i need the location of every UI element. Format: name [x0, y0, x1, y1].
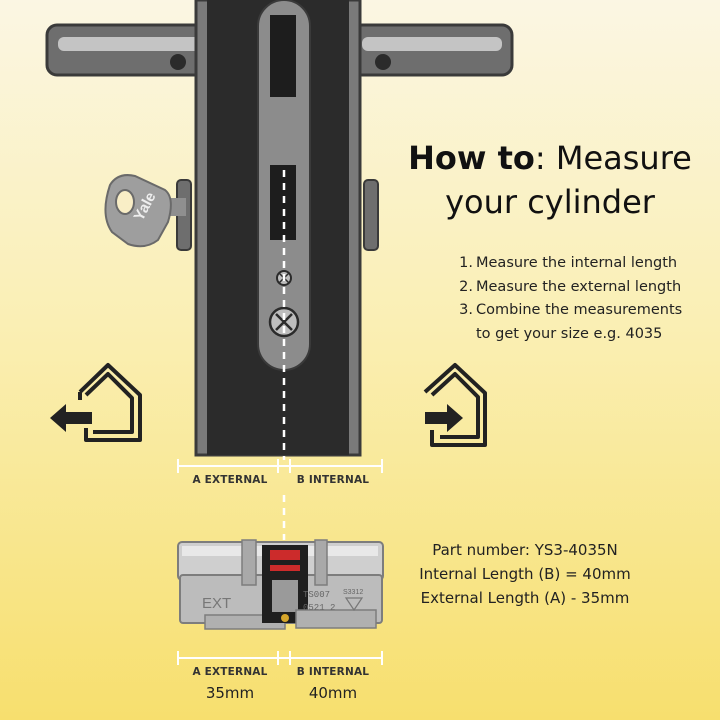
door-a-external-label: A EXTERNAL [192, 474, 268, 486]
steps-list: 1.Measure the internal length 2.Measure … [455, 252, 715, 346]
cylinder-b-internal-label: B INTERNAL [296, 666, 370, 678]
enter-house-icon [423, 363, 487, 447]
internal-length: Internal Length (B) = 40mm [419, 565, 631, 583]
right-escutcheon [363, 179, 379, 251]
title-rest: : Measure [534, 139, 692, 177]
door-b-internal-label: B INTERNAL [296, 474, 370, 486]
page-title: How to: Measure your cylinder [400, 136, 700, 224]
door [194, 0, 362, 460]
title-bold: How to [408, 139, 535, 177]
kitemark-icon [344, 597, 364, 612]
step-item: 3.Combine the measurements [459, 302, 683, 318]
part-info: Part number: YS3-4035N Internal Length (… [400, 538, 650, 610]
cylinder-a-external-label: A EXTERNAL [192, 666, 268, 678]
cylinder-ext-engraving: EXT [202, 595, 231, 612]
cylinder-measure-lines [177, 651, 383, 665]
external-length: External Length (A) - 35mm [420, 589, 630, 607]
step-item: 2.Measure the external length [459, 278, 682, 295]
door-measure-lines [177, 459, 383, 473]
b-length-value: 40mm [308, 684, 358, 702]
right-handle [350, 23, 514, 77]
part-number: Part number: YS3-4035N [432, 541, 618, 559]
cylinder-code2-engraving: 0521 2 [303, 603, 335, 613]
euro-cylinder [177, 539, 384, 630]
step-item-continued: to get your size e.g. 4035 [476, 325, 663, 342]
enter-arrow-icon [425, 404, 463, 432]
cylinder-code3-engraving: S3312 [343, 589, 363, 596]
a-length-value: 35mm [205, 684, 255, 702]
title-line2: your cylinder [445, 183, 655, 221]
key-icon [104, 174, 186, 248]
cylinder-code1-engraving: TS007 [303, 590, 330, 600]
exit-house-icon [78, 363, 142, 442]
step-item: 1.Measure the internal length [459, 255, 678, 271]
exit-arrow-icon [50, 404, 92, 432]
